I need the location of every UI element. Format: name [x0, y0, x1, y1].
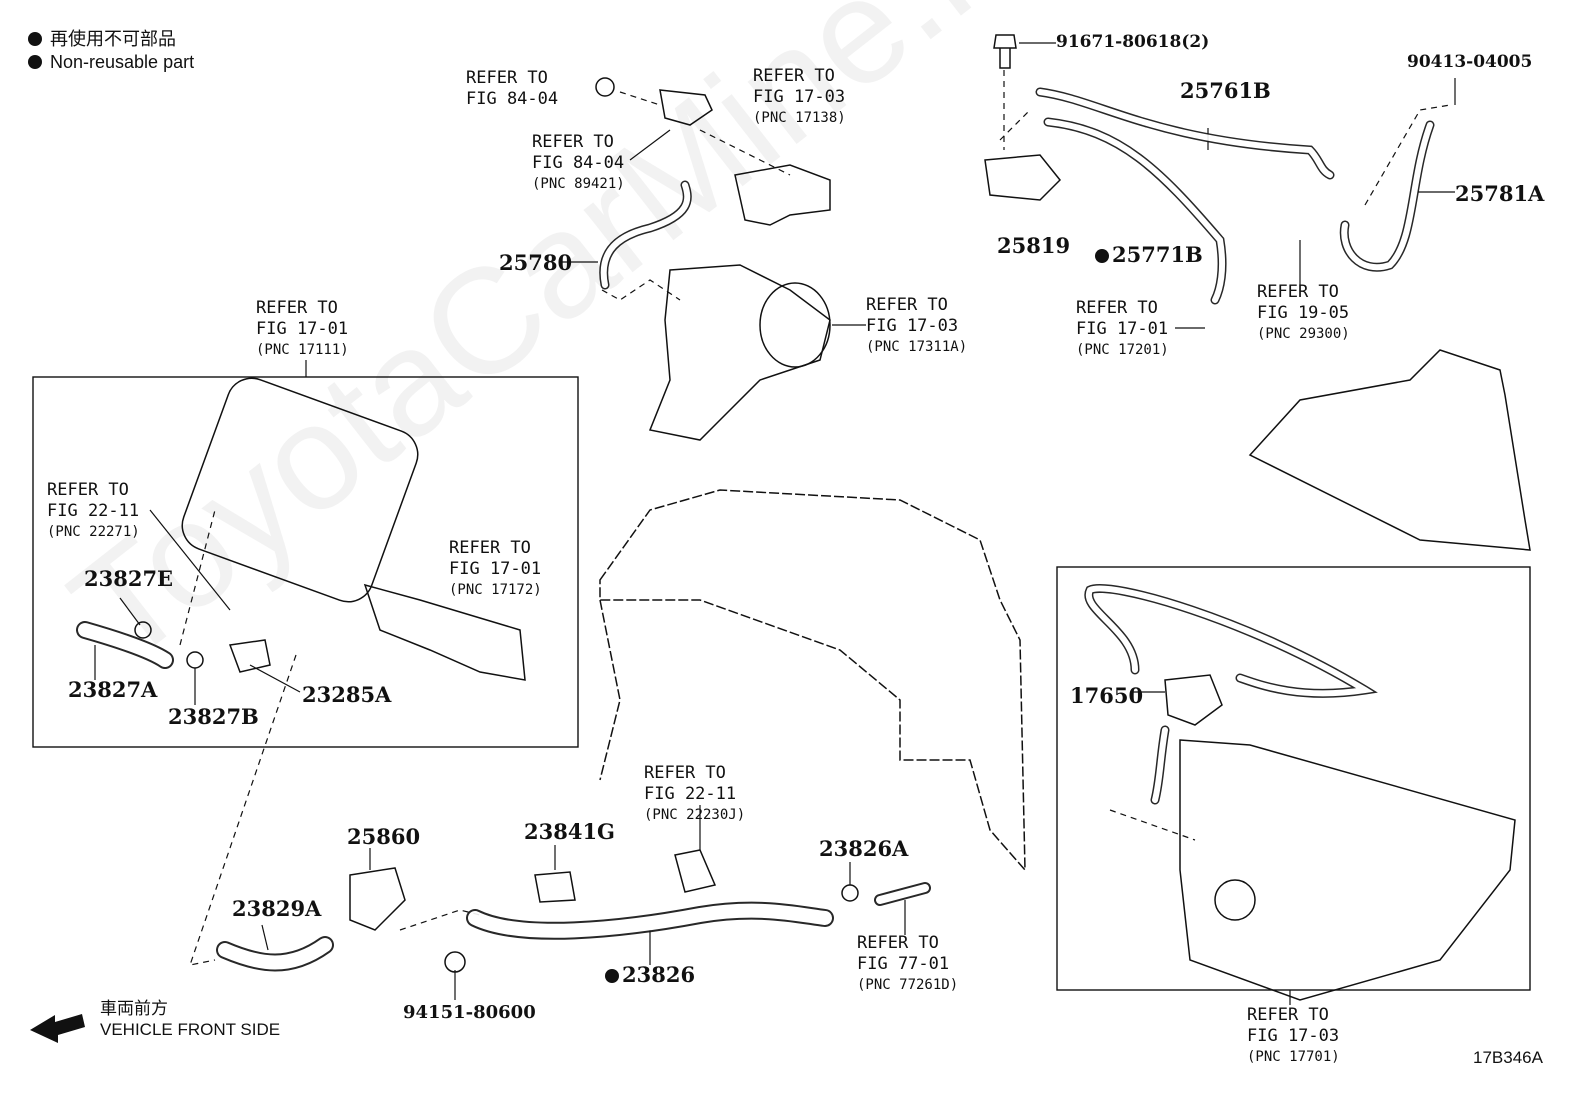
- clamp-23827b: [186, 651, 204, 669]
- part-23827a[interactable]: 23827A: [68, 677, 158, 702]
- legend-english: Non-reusable part: [28, 51, 194, 74]
- part-23841g[interactable]: 23841G: [524, 819, 615, 844]
- clamp-23826a: [841, 884, 859, 902]
- part-23826a[interactable]: 23826A: [819, 836, 909, 861]
- part-90413-04005[interactable]: 90413-04005: [1407, 52, 1533, 72]
- illustration-code: 17B346A: [1473, 1048, 1543, 1067]
- bracket: [734, 164, 831, 226]
- non-reusable-dot-icon: [605, 969, 619, 983]
- intake-manifold: [181, 377, 419, 603]
- vsv-17650: [1164, 674, 1223, 726]
- cap-94151: [444, 951, 466, 973]
- grommet: [595, 77, 615, 97]
- part-25819[interactable]: 25819: [997, 233, 1071, 258]
- dashed-assembly-lines: [179, 70, 1451, 966]
- part-91671-80618[interactable]: 91671-80618(2): [1056, 32, 1210, 52]
- clamp-23841g: [534, 871, 576, 903]
- air-intake-connector: [648, 264, 831, 441]
- valve-23285a: [228, 639, 271, 673]
- vsv-25860: [349, 867, 406, 931]
- sensor: [659, 89, 713, 126]
- part-23827b[interactable]: 23827B: [168, 704, 259, 729]
- cap-23827e: [134, 621, 152, 639]
- part-23827e[interactable]: 23827E: [84, 566, 174, 591]
- part-25771b[interactable]: 25771B: [1095, 242, 1203, 267]
- bolt: [993, 34, 1017, 69]
- vsv-25819: [984, 154, 1062, 201]
- manifold-gasket: [363, 583, 526, 681]
- part-94151-80600[interactable]: 94151-80600: [403, 1002, 536, 1023]
- vehicle-front-label: 車両前方 VEHICLE FRONT SIDE: [100, 999, 281, 1039]
- legend-japanese: 再使用不可部品: [28, 28, 194, 51]
- non-reusable-dot-icon: [28, 55, 42, 69]
- non-reusable-dot-icon: [1095, 249, 1109, 263]
- part-25761b[interactable]: 25761B: [1180, 78, 1271, 103]
- clamp-22230j: [674, 849, 717, 893]
- part-17650[interactable]: 17650: [1070, 683, 1144, 708]
- part-23826[interactable]: 23826: [605, 962, 695, 987]
- legend: 再使用不可部品 Non-reusable part: [28, 28, 194, 74]
- leader-lines: [94, 42, 1456, 1005]
- components: [134, 34, 1531, 1001]
- air-cleaner: [1179, 739, 1516, 1001]
- part-25781a[interactable]: 25781A: [1455, 181, 1545, 206]
- part-25860[interactable]: 25860: [347, 824, 421, 849]
- part-25780[interactable]: 25780: [499, 250, 573, 275]
- hoses: [76, 87, 1435, 972]
- arrow-left-icon: [30, 1014, 85, 1043]
- part-23829a[interactable]: 23829A: [232, 896, 322, 921]
- air-cleaner-group-box: [1056, 566, 1531, 991]
- part-23285a[interactable]: 23285A: [302, 682, 392, 707]
- engine-outline: [599, 489, 1026, 873]
- air-cleaner-cap: [1248, 349, 1531, 551]
- non-reusable-dot-icon: [28, 32, 42, 46]
